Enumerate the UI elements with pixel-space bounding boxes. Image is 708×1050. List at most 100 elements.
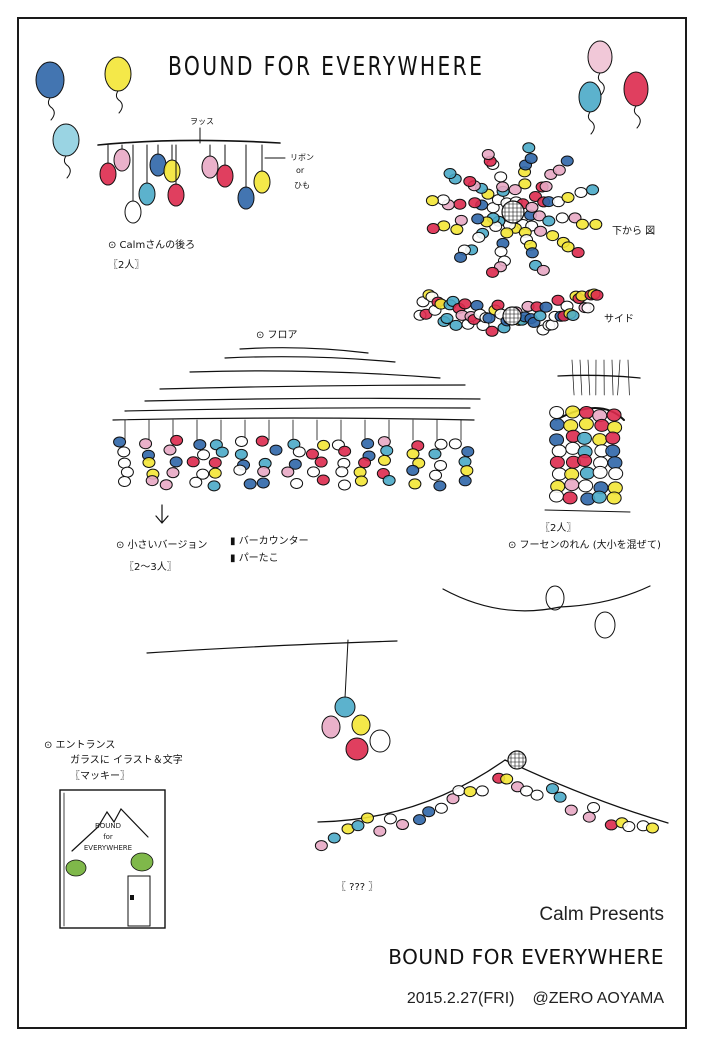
door-handle-icon	[130, 895, 134, 900]
curtain-balloon	[606, 408, 622, 422]
floor-line	[159, 384, 466, 390]
cluster-balloon	[561, 192, 575, 204]
cluster-balloon	[552, 164, 566, 176]
garland-balloon	[553, 791, 567, 803]
hanging-balloon	[216, 164, 234, 188]
cluster-balloon	[555, 212, 569, 224]
floor-balloon	[197, 449, 211, 461]
hanging-balloon	[124, 200, 142, 224]
floor-balloon	[215, 446, 229, 458]
floor-balloon	[255, 435, 269, 447]
curtain-people: 〖2人〗	[540, 523, 577, 534]
event-date: 2015.2.27(FRI)	[406, 990, 515, 1007]
garland-balloon	[360, 812, 374, 824]
floor-balloon	[142, 457, 156, 469]
floor-balloon	[281, 466, 295, 478]
floor-balloon	[361, 438, 375, 450]
side-balloon	[590, 289, 604, 301]
floor-balloon	[406, 448, 420, 460]
side-balloon	[482, 312, 496, 324]
cluster-balloon	[571, 247, 585, 259]
footer-presents: Calm Presents	[539, 904, 664, 925]
bunch-balloon	[334, 696, 356, 718]
floor-balloon	[316, 474, 330, 486]
garland-balloon	[452, 785, 466, 797]
small-version-people: 〖2〜3人〗	[124, 562, 177, 573]
curtain-balloon	[608, 467, 624, 481]
garland-balloon	[475, 785, 489, 797]
floor-balloon	[170, 434, 184, 446]
floor-balloon	[257, 466, 271, 478]
floor-balloon	[139, 438, 153, 450]
footer-date-line: 2015.2.27(FRI)@ZERO AOYAMA	[407, 990, 664, 1008]
side-balloon	[485, 325, 499, 337]
curtain-balloon	[551, 444, 567, 458]
garland-balloon	[519, 785, 533, 797]
garland-balloon	[582, 811, 596, 823]
curtain-bar	[557, 374, 641, 379]
sign-line-1: BOUND	[95, 822, 121, 830]
cluster-balloon	[525, 247, 539, 259]
floor-balloon	[292, 446, 306, 458]
floor-balloon	[338, 479, 352, 491]
cluster-balloon	[561, 241, 575, 253]
floor-balloon	[117, 457, 131, 469]
cluster-balloon	[586, 184, 600, 196]
floor-balloon	[434, 438, 448, 450]
side-balloon	[539, 301, 553, 313]
cluster-balloon	[536, 264, 550, 276]
garland-balloon	[564, 804, 578, 816]
cluster-balloon	[525, 201, 539, 213]
curtain-balloon	[549, 455, 565, 469]
curtain-string	[627, 359, 630, 396]
side-balloon	[566, 309, 580, 321]
garland-balloon	[604, 819, 618, 831]
hanging-balloon	[163, 159, 181, 183]
curtain-balloon	[605, 444, 621, 458]
curtain-balloon	[578, 479, 594, 493]
floor-balloon	[406, 464, 420, 476]
cluster-balloon	[496, 181, 510, 193]
entrance-sign-text: BOUND for EVERYWHERE	[68, 821, 148, 854]
floor-balloon	[382, 474, 396, 486]
cluster-balloon	[463, 175, 477, 187]
curtain-string	[587, 359, 591, 396]
balloon-red-icon	[623, 71, 649, 107]
floor-balloon	[460, 465, 474, 477]
curtain-balloon	[563, 419, 579, 433]
entrance-caption-3: 〖マッキー〗	[70, 771, 130, 782]
curtain-balloon	[579, 466, 595, 480]
floor-line	[189, 370, 441, 379]
side-balloon	[533, 310, 547, 322]
ribbon-alt-label: ひも	[294, 181, 310, 190]
garland-balloon	[314, 840, 328, 852]
cluster-balloon	[500, 227, 514, 239]
balloon-blue-icon	[35, 61, 65, 99]
floor-balloon	[377, 436, 391, 448]
cluster-balloon	[468, 197, 482, 209]
curtain-balloon	[578, 405, 594, 419]
floor-balloon	[120, 466, 134, 478]
curtain-string	[617, 359, 621, 396]
curtain-balloon	[591, 490, 607, 504]
bow-loop	[545, 585, 565, 611]
garland-net-icon	[507, 750, 527, 770]
balloon-string	[63, 155, 71, 179]
side-balloon	[440, 313, 454, 325]
curtain-balloon	[592, 433, 608, 447]
garland-balloon	[463, 786, 477, 798]
floor-balloon	[433, 480, 447, 492]
curtain-balloon	[549, 406, 565, 420]
garland-balloon	[396, 819, 410, 831]
floor-balloon	[358, 457, 372, 469]
sign-line-3: EVERYWHERE	[83, 844, 133, 852]
curtain-balloon	[607, 420, 623, 434]
cluster-balloon	[471, 213, 485, 225]
floor-balloon	[458, 456, 472, 468]
hanging-balloon	[138, 182, 156, 206]
curtain-balloon	[594, 418, 610, 432]
side-balloon	[491, 299, 505, 311]
floor-balloon	[256, 477, 270, 489]
garland-balloon	[500, 773, 514, 785]
floor-balloon	[186, 456, 200, 468]
